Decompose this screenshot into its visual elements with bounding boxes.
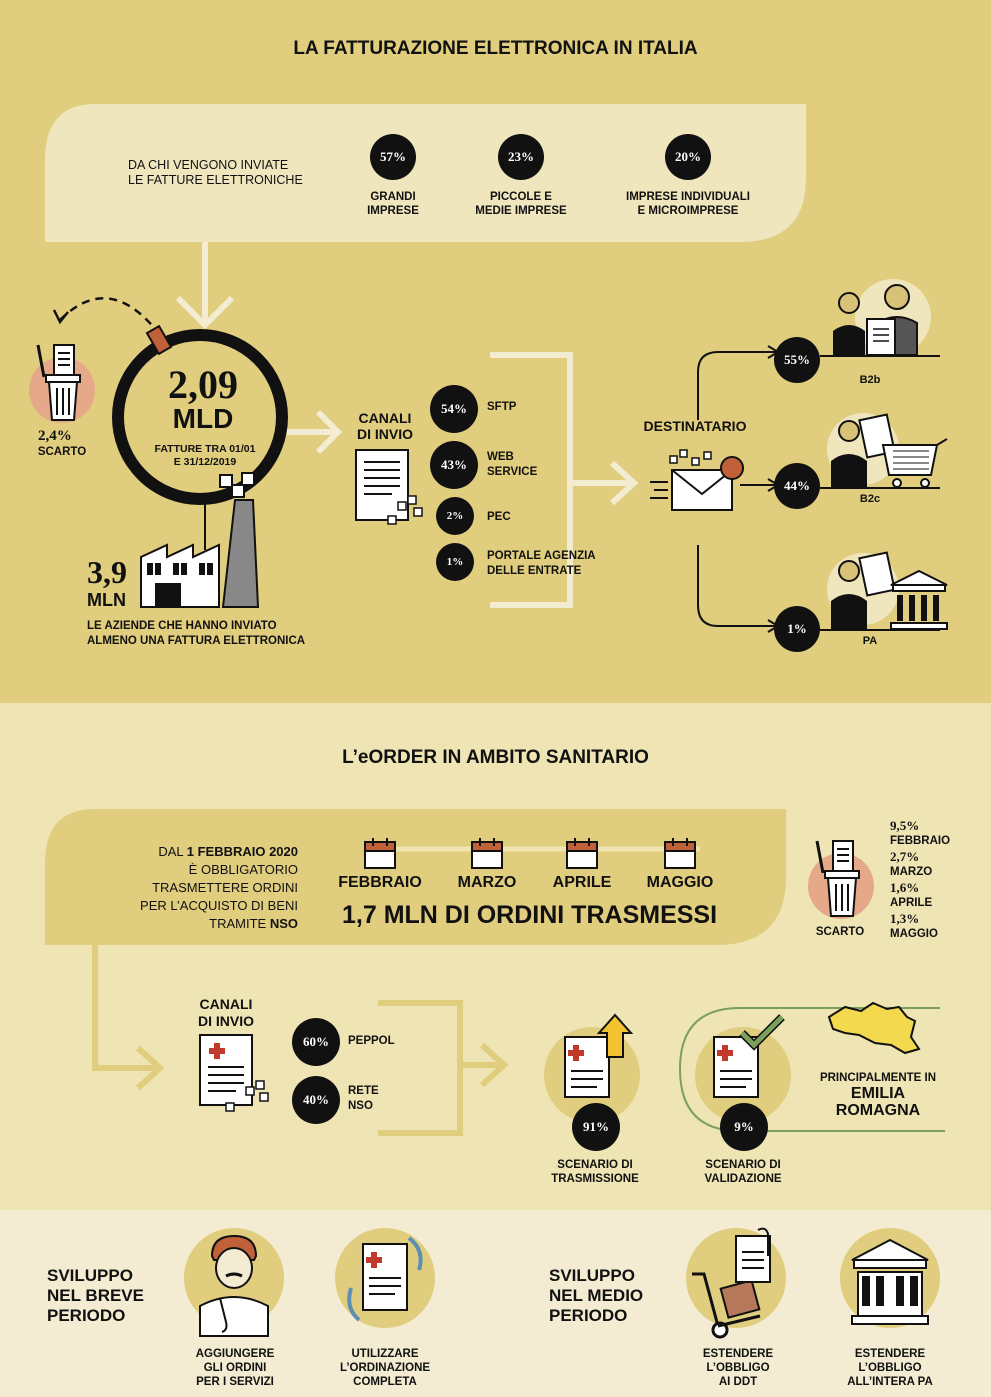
channel-pct-portal: 1%: [436, 543, 474, 581]
document-icon: [355, 449, 423, 525]
scarto-label: SCARTO: [815, 926, 865, 938]
orders-total: 1,7 MLN DI ORDINI TRASMESSI: [342, 901, 718, 929]
channel-pct-nso: 40%: [292, 1076, 340, 1124]
section-eorder: L’eORDER IN AMBITO SANITARIO DAL 1 FEBBR…: [0, 703, 991, 1210]
calendar-icon: [566, 838, 598, 869]
channel-label-sftp: SFTP: [487, 401, 517, 413]
destination-label-pa: PA: [862, 635, 878, 647]
month-label: MAGGIO: [646, 874, 714, 891]
calendar-icon: [664, 838, 696, 869]
government-building-icon: [840, 1228, 940, 1328]
ring-graphic: [112, 325, 288, 505]
sender-pct-sme: 23%: [498, 134, 544, 180]
channel-pct-pec: 2%: [436, 497, 474, 535]
calendar-icon: [364, 838, 396, 869]
factory-icon: [140, 495, 260, 608]
section-title: LA FATTURAZIONE ELETTRONICA IN ITALIA: [293, 38, 698, 59]
region-label: PRINCIPALMENTE IN EMILIA ROMAGNA: [819, 1072, 937, 1119]
flow-graphics: [45, 104, 940, 633]
calendar-icon: [471, 838, 503, 869]
section-title: L’eORDER IN AMBITO SANITARIO: [342, 747, 649, 768]
public-administration-icon: [827, 551, 948, 630]
recipient-title: DESTINATARIO: [643, 418, 747, 434]
channel-label-pec: PEC: [487, 511, 511, 523]
region-map-icon: [827, 1001, 921, 1055]
section-fatturazione: LA FATTURAZIONE ELETTRONICA IN ITALIA: [0, 0, 991, 703]
destination-pct-b2b: 55%: [774, 337, 820, 383]
total-invoices-value: 2,09: [168, 362, 238, 407]
companies-unit: MLN: [87, 590, 126, 610]
channel-pct-peppol: 60%: [292, 1018, 340, 1066]
channel-pct-sftp: 54%: [430, 385, 478, 433]
doctor-icon: [184, 1228, 284, 1337]
scarto-label: SCARTO: [37, 446, 87, 458]
shopping-cart-icon: [827, 413, 948, 488]
medical-document-icon: [199, 1034, 269, 1112]
hand-truck-icon: [686, 1227, 786, 1339]
destination-pct-pa: 1%: [774, 606, 820, 652]
month-label: FEBBRAIO: [338, 874, 422, 891]
sender-pct-micro: 20%: [665, 134, 711, 180]
scenario-pct-validation: 9%: [720, 1103, 768, 1151]
destination-label-b2c: B2c: [859, 493, 881, 505]
destination-pct-b2c: 44%: [774, 463, 820, 509]
month-label: MARZO: [457, 874, 517, 891]
sender-pct-large: 57%: [370, 134, 416, 180]
scarto-pct: 2,4%: [38, 428, 72, 444]
channel-pct-web: 43%: [430, 441, 478, 489]
validation-document-icon: [695, 1014, 791, 1123]
intro-text: DAL 1 FEBBRAIO 2020 È OBBLIGATORIO TRASM…: [140, 844, 298, 931]
scarto-values: 9,5% FEBBRAIO 2,7% MARZO 1,6% APRILE 1,3…: [890, 818, 951, 940]
senders-label: DA CHI VENGONO INVIATE LE FATTURE ELETTR…: [128, 158, 303, 187]
transmission-document-icon: [544, 1013, 640, 1123]
month-label: APRILE: [552, 874, 612, 891]
order-cycle-icon: [335, 1228, 435, 1328]
business-people-icon: [833, 279, 931, 356]
flow-graphics: [45, 809, 945, 1136]
envelope-icon: [650, 449, 744, 511]
trash-icon: [29, 344, 95, 423]
trash-icon: [808, 840, 874, 919]
destination-label-b2b: B2b: [859, 374, 881, 386]
total-invoices-unit: MLD: [172, 403, 234, 434]
scenario-pct-transmission: 91%: [572, 1103, 620, 1151]
channel-label-peppol: PEPPOL: [348, 1035, 395, 1047]
companies-value: 3,9: [87, 554, 127, 590]
